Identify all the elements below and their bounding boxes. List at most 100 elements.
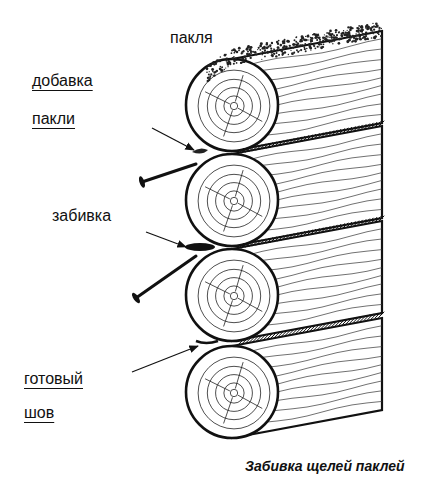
growth-ring	[216, 278, 253, 315]
tow-speck	[293, 43, 296, 46]
tow-fiber	[339, 319, 345, 325]
tow-speck	[322, 46, 324, 48]
tow-speck	[276, 52, 278, 54]
tow-speck	[373, 29, 375, 31]
tow-speck	[311, 40, 313, 42]
tow-speck	[324, 34, 325, 35]
tow-speck	[323, 44, 325, 46]
tow-fiber	[360, 124, 366, 130]
tow-fiber	[324, 322, 330, 328]
tow-speck	[318, 35, 319, 36]
tow-fiber	[375, 216, 381, 222]
tow-fiber	[274, 236, 280, 242]
tow-fiber	[357, 220, 363, 226]
tow-speck	[267, 51, 268, 52]
tow-fiber	[295, 232, 301, 238]
tow-top	[206, 23, 382, 83]
leader-arrow	[152, 128, 194, 150]
tow-speck	[359, 38, 362, 41]
tow-speck	[247, 45, 250, 48]
tow-speck	[255, 54, 257, 56]
growth-ring	[216, 375, 253, 412]
tow-speck	[236, 62, 238, 64]
tow-speck	[347, 40, 348, 41]
tow-speck	[341, 35, 343, 37]
tow-speck	[209, 77, 211, 79]
tow-speck	[221, 69, 224, 72]
tow-fiber	[238, 148, 244, 154]
caption: Забивка щелей паклей	[245, 458, 405, 474]
tow-speck	[363, 37, 365, 39]
tow-speck	[215, 71, 216, 72]
tow-speck	[326, 32, 328, 34]
tow-speck	[330, 40, 333, 43]
tow-speck	[365, 35, 367, 37]
tow-fiber	[295, 328, 301, 334]
tow-speck	[340, 38, 342, 40]
tow-fiber	[324, 131, 330, 137]
tow-speck	[262, 54, 263, 55]
tow-fiber	[375, 312, 381, 318]
tow-speck	[305, 50, 307, 52]
tow-fiber	[310, 134, 316, 140]
tow-fiber	[281, 235, 287, 241]
tow-speck	[246, 53, 249, 56]
tow-speck	[380, 36, 381, 37]
end-crack	[238, 203, 262, 216]
tow-speck	[310, 41, 312, 43]
tow-speck	[294, 44, 296, 46]
tow-speck	[303, 46, 305, 48]
tow-fiber	[249, 241, 255, 247]
tow-speck	[305, 39, 308, 42]
tow-speck	[360, 26, 363, 29]
tow-fiber	[331, 225, 337, 231]
tow-speck	[310, 39, 311, 40]
tow-speck	[329, 41, 331, 43]
tow-speck	[208, 64, 211, 67]
tow-speck	[285, 45, 288, 48]
tow-speck	[278, 54, 280, 56]
growth-ring	[207, 366, 260, 419]
end-crack	[235, 265, 243, 291]
tow-speck	[212, 71, 214, 73]
end-crack	[224, 110, 233, 136]
tow-fiber	[353, 221, 359, 227]
tow-fiber	[249, 146, 255, 152]
tow-speck	[355, 33, 356, 34]
tow-speck	[346, 34, 349, 37]
tow-speck	[220, 66, 221, 67]
tow-fiber	[321, 323, 327, 329]
tow-speck	[206, 67, 209, 70]
tow-fiber	[288, 329, 294, 335]
tow-speck	[338, 42, 341, 45]
tow-speck	[273, 49, 275, 51]
tow-fiber	[288, 233, 294, 239]
tow-fiber	[313, 228, 319, 234]
tow-speck	[294, 39, 296, 41]
tow-speck	[273, 53, 274, 54]
tow-speck	[241, 62, 242, 63]
tow-fiber	[335, 320, 341, 326]
tow-speck	[240, 62, 242, 64]
tow-speck	[348, 39, 351, 42]
tow-fiber	[241, 242, 247, 248]
tow-speck	[276, 49, 277, 50]
tow-speck	[214, 64, 216, 66]
tow-fiber	[267, 142, 273, 148]
tow-fiber	[249, 337, 255, 343]
tow-fiber	[295, 137, 301, 143]
tow-speck	[278, 48, 279, 49]
tow-speck	[221, 66, 223, 68]
tow-speck	[355, 38, 358, 41]
tow-speck	[365, 25, 368, 28]
tow-fiber	[256, 336, 262, 342]
tow-speck	[362, 28, 363, 29]
tow-speck	[257, 49, 258, 50]
tow-fiber	[378, 121, 384, 127]
tow-fiber	[285, 139, 291, 145]
tow-speck	[365, 31, 367, 33]
tow-fiber	[267, 237, 273, 243]
tow-speck	[317, 46, 319, 48]
growth-ring	[224, 191, 244, 211]
tow-fiber	[364, 124, 370, 130]
